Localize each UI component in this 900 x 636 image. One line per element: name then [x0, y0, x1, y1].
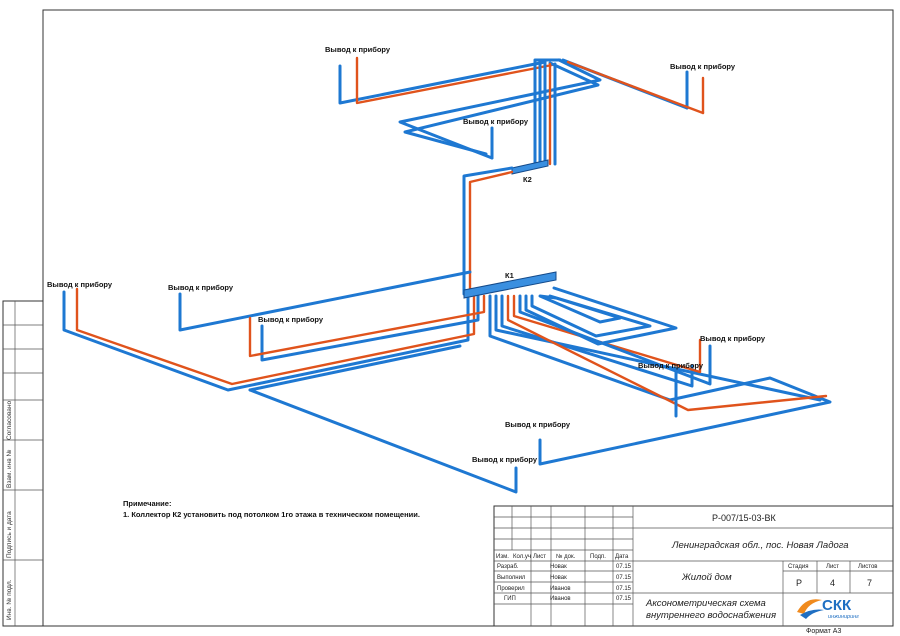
- hot-pipe: [248, 294, 486, 358]
- cold-pipe: [524, 286, 678, 346]
- outlet-label: Вывод к прибору: [168, 283, 234, 292]
- outlet-label: Вывод к прибору: [463, 117, 529, 126]
- tb-role: Разраб.: [497, 564, 519, 570]
- cold-pipe: [538, 294, 622, 324]
- hot-pipe: [506, 294, 828, 412]
- outlet-label: Вывод к прибору: [700, 334, 766, 343]
- cold-pipe: [248, 344, 462, 392]
- outlet-label: Вывод к прибору: [47, 280, 113, 289]
- tb-sheet: 4: [830, 578, 835, 588]
- cold-pipe: [674, 370, 682, 418]
- tb-date: 07.15: [616, 596, 632, 602]
- collector-k2-label: К2: [523, 175, 532, 184]
- logo-sub: инжиниринг: [828, 614, 859, 620]
- hot-pipe: [468, 170, 514, 296]
- tb-project-code: Р-007/15-03-ВК: [712, 513, 777, 523]
- cold-pipe: [398, 58, 602, 160]
- cold-pipe: [533, 58, 562, 166]
- tb-header: Лист: [533, 554, 546, 560]
- hot-pipe: [566, 60, 705, 115]
- cold-pipe: [248, 388, 518, 494]
- stamp-inv-original: Инв. № подл.: [6, 579, 13, 620]
- tb-header: Кол.уч: [513, 554, 531, 560]
- tb-object: Жилой дом: [681, 572, 732, 583]
- tb-date: 07.15: [616, 564, 632, 570]
- cold-pipe: [494, 294, 822, 402]
- notes-title: Примечание:: [123, 499, 171, 508]
- cold-pipe: [178, 270, 472, 332]
- logo-text: СКК: [822, 597, 852, 614]
- outlet-label: Вывод к прибору: [638, 361, 704, 370]
- stamp-inv-replaced: Взам. инв №: [6, 450, 13, 488]
- format-label: Формат А3: [806, 628, 841, 635]
- tb-role: Проверил: [497, 586, 525, 592]
- tb-sheet-title-1: Аксонометрическая схема: [645, 598, 766, 609]
- cold-pipe: [62, 290, 470, 392]
- cold-pipe: [488, 294, 832, 466]
- outlet-label: Вывод к прибору: [258, 315, 324, 324]
- tb-name: Новак: [550, 575, 567, 581]
- company-logo: СКК инжиниринг: [797, 597, 859, 620]
- hot-pipe: [355, 56, 554, 105]
- tb-sheets: 7: [867, 578, 872, 588]
- cold-pipe: [403, 61, 600, 156]
- tb-role: Выполнил: [497, 575, 526, 581]
- outlet-label: Вывод к прибору: [472, 455, 538, 464]
- tb-sheet-title-2: внутреннего водоснабжения: [646, 610, 776, 621]
- stamp-agreed: Согласовано: [6, 401, 13, 440]
- tb-sheets-label: Листов: [858, 564, 878, 570]
- tb-header: Изм.: [496, 554, 509, 560]
- cold-pipe: [462, 166, 514, 296]
- tb-name: Иванов: [550, 586, 571, 592]
- side-stamp: Согласовано Взам. инв № Подпись и дата И…: [2, 300, 44, 627]
- outlet-label: Вывод к прибору: [505, 420, 571, 429]
- tb-sheet-label: Лист: [826, 564, 839, 570]
- cold-pipe: [338, 60, 547, 105]
- outlet-label: Вывод к прибору: [670, 62, 736, 71]
- tb-role: ГИП: [504, 596, 516, 602]
- tb-name: Новак: [550, 564, 567, 570]
- hot-pipe: [75, 287, 476, 386]
- pipe-network: К2 К1 Вывод к прибору: [47, 45, 832, 494]
- cold-pipe: [518, 294, 712, 386]
- cold-pipe: [260, 294, 480, 362]
- tb-location: Ленинградская обл., пос. Новая Ладога: [671, 540, 849, 551]
- outlet-label: Вывод к прибору: [325, 45, 391, 54]
- notes-item: 1. Коллектор К2 установить под потолком …: [123, 510, 420, 519]
- tb-stage: Р: [796, 578, 802, 588]
- title-block: Изм. Кол.уч Лист № док. Подп. Дата Разра…: [493, 505, 894, 627]
- tb-name: Иванов: [550, 596, 571, 602]
- tb-header: № док.: [556, 553, 576, 560]
- tb-date: 07.15: [616, 586, 632, 592]
- tb-stage-label: Стадия: [788, 564, 808, 570]
- cold-pipe: [530, 294, 652, 338]
- tb-header: Подп.: [590, 554, 606, 560]
- tb-header: Дата: [615, 554, 629, 560]
- collector-k1-label: К1: [505, 271, 514, 280]
- collector-k1[interactable]: [463, 271, 557, 299]
- stamp-sign-date: Подпись и дата: [6, 511, 13, 558]
- tb-date: 07.15: [616, 575, 632, 581]
- collector-k2[interactable]: [511, 159, 549, 175]
